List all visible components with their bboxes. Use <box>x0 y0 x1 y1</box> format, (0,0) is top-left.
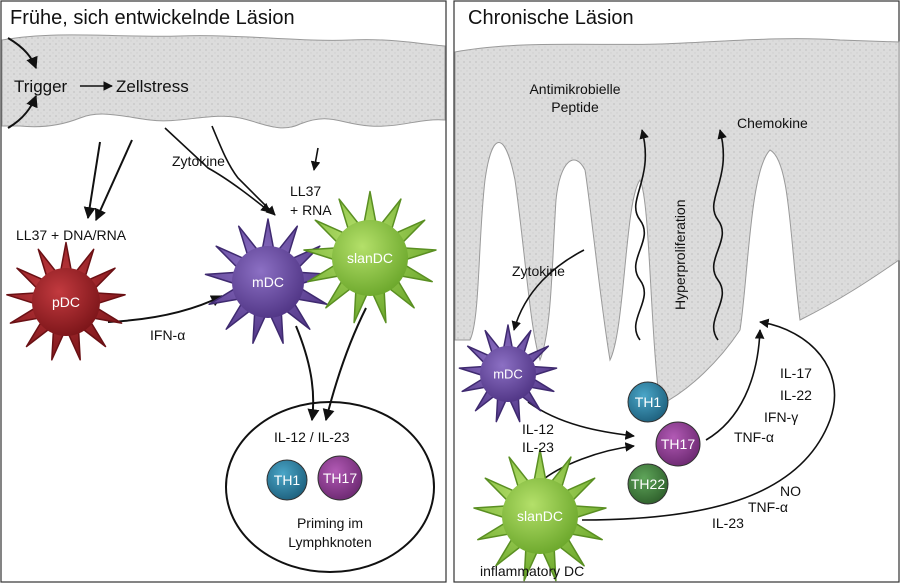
th1-cell-right-label: TH1 <box>635 394 662 410</box>
slandc-cell-right: slanDC <box>473 448 607 582</box>
hyperproliferation-label: Hyperproliferation <box>672 200 688 311</box>
tnf-alpha-label-1: TNF-α <box>734 429 774 445</box>
ifn-alpha-label: IFN-α <box>150 327 185 343</box>
mdc-cell-left: mDC <box>204 218 332 344</box>
inflammatory-dc-label: inflammatory DC <box>480 563 584 579</box>
rna-label: + RNA <box>290 202 332 218</box>
slandc-cell-right-label: slanDC <box>517 508 563 524</box>
priming-label: Priming im <box>297 515 363 531</box>
ll37-dna-label: LL37 + DNA/RNA <box>16 227 127 243</box>
th1-cell-left: TH1 <box>266 459 308 501</box>
mdc-cell-right-label: mDC <box>493 367 523 382</box>
right-arrows <box>511 129 836 521</box>
il22-label: IL-22 <box>780 387 812 403</box>
lymph-node <box>225 401 435 573</box>
th22-cell-right: TH22 <box>627 463 669 505</box>
zytokine-label-left: Zytokine <box>172 153 225 169</box>
il17-label: IL-17 <box>780 365 812 381</box>
th17-cell-right-label: TH17 <box>661 436 695 452</box>
il23-label-2: IL-23 <box>712 515 744 531</box>
pdc-cell-label: pDC <box>52 294 80 310</box>
left-panel-title: Frühe, sich entwickelnde Läsion <box>10 7 295 29</box>
ifn-gamma-label: IFN-γ <box>764 409 798 425</box>
amp-label-2: Peptide <box>551 99 599 115</box>
th22-cell-right-label: TH22 <box>631 476 665 492</box>
mdc-cell-right: mDC <box>458 324 558 423</box>
il12-label: IL-12 <box>522 421 554 437</box>
il12-il23-label: IL-12 / IL-23 <box>274 429 350 445</box>
right-panel-title: Chronische Läsion <box>468 7 634 29</box>
left-arrows <box>7 37 367 422</box>
zytokine-label-right: Zytokine <box>512 263 565 279</box>
slandc-cell-left: slanDC <box>303 190 437 324</box>
th1-cell-right: TH1 <box>627 381 669 423</box>
th17-cell-left: TH17 <box>317 455 363 501</box>
lymphknoten-label: Lymphknoten <box>288 534 372 550</box>
tnf-alpha-label-2: TNF-α <box>748 499 788 515</box>
th17-cell-left-label: TH17 <box>323 470 357 486</box>
th1-cell-left-label: TH1 <box>274 472 301 488</box>
slandc-cell-left-label: slanDC <box>347 250 393 266</box>
il23-label: IL-23 <box>522 439 554 455</box>
zellstress-label: Zellstress <box>116 77 189 96</box>
epidermis-chronic <box>454 38 900 406</box>
th17-cell-right: TH17 <box>655 421 701 467</box>
pdc-cell: pDC <box>6 241 126 361</box>
mdc-cell-left-label: mDC <box>252 274 284 290</box>
epidermis-early <box>1 34 446 129</box>
chemokine-label: Chemokine <box>737 115 808 131</box>
no-label: NO <box>780 483 801 499</box>
amp-label-1: Antimikrobielle <box>529 81 620 97</box>
trigger-label: Trigger <box>14 77 68 96</box>
ll37-label: LL37 <box>290 183 321 199</box>
